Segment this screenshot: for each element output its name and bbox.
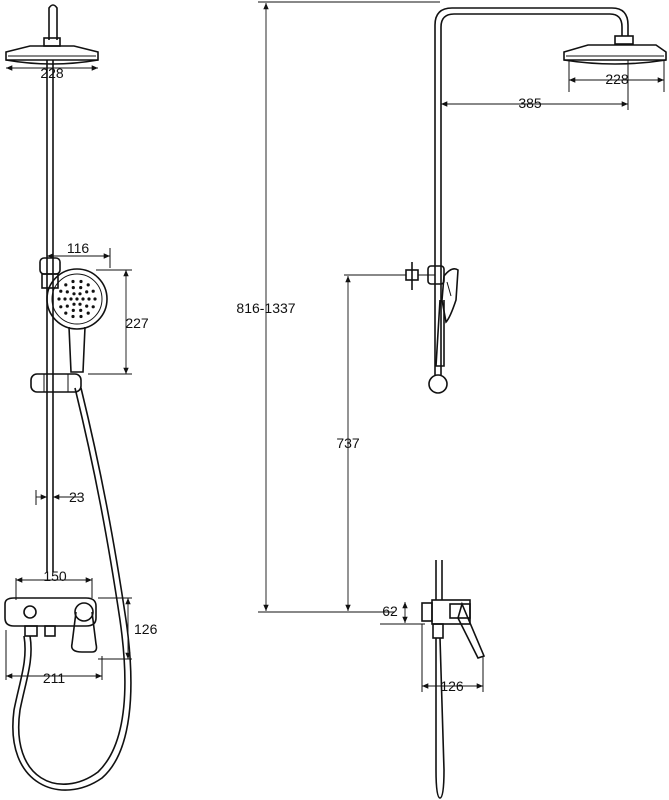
nozzle-dot [65, 304, 69, 308]
dim-mixer-overall: 211 [5, 630, 103, 686]
nozzle-dot [72, 292, 76, 296]
dim-riser-offset-label: 23 [69, 489, 85, 505]
front-rain-shower-head [5, 4, 99, 65]
side-view: 816-1337 228 385 [236, 1, 667, 799]
nozzle-dot [75, 297, 79, 301]
side-shower-hose [435, 637, 445, 799]
dim-overall-height-label: 816-1337 [236, 300, 295, 316]
dim-mixer-height: 126 [98, 597, 158, 660]
dim-mixer-overall-label: 211 [43, 670, 66, 686]
side-riser-and-arm [434, 7, 634, 375]
dim-side-head-width-label: 228 [605, 71, 629, 87]
nozzle-dot [79, 279, 83, 284]
nozzle-dot [85, 290, 89, 294]
nozzle-dot [86, 283, 90, 287]
nozzle-dot [79, 308, 83, 312]
side-mixer-valve [421, 560, 486, 659]
nozzle-dot [79, 314, 83, 319]
side-slide-knob [428, 374, 448, 394]
nozzle-dot [57, 297, 61, 301]
dim-mixer-height-label: 126 [134, 621, 158, 637]
dim-riser-offset: 23 [35, 489, 85, 505]
dim-arm-reach: 385 [441, 60, 629, 111]
nozzle-dot [91, 289, 95, 293]
nozzle-dot [59, 289, 63, 293]
dim-mixer-depth: 126 [421, 624, 484, 694]
nozzle-dot [93, 297, 97, 301]
nozzle-dot [63, 297, 67, 301]
dim-front-head-width-label: 228 [40, 65, 64, 81]
nozzle-dot [86, 311, 90, 315]
dim-slide-height-label: 737 [336, 435, 360, 451]
dim-spout-height: 62 [380, 602, 425, 625]
nozzle-dot [71, 314, 75, 319]
side-handshower-holder [405, 262, 459, 367]
front-shower-hose [12, 387, 132, 791]
nozzle-dot [72, 302, 76, 306]
dim-slide-height: 737 [336, 274, 406, 611]
front-view: 228 116 227 [4, 4, 158, 791]
side-rain-shower-head [563, 44, 667, 65]
nozzle-dot [85, 304, 89, 308]
front-hand-shower [46, 268, 108, 373]
front-hand-shower-nozzles [57, 279, 97, 319]
nozzle-dot [69, 297, 73, 301]
dim-handshower-width: 116 [46, 240, 111, 268]
dim-mixer-center-label: 150 [43, 568, 67, 584]
nozzle-dot [64, 283, 68, 287]
nozzle-dot [59, 305, 63, 309]
nozzle-dot [91, 305, 95, 309]
front-slide-bracket [30, 373, 82, 393]
nozzle-dot [65, 290, 69, 294]
nozzle-dot [78, 292, 82, 296]
dim-arm-reach-label: 385 [518, 95, 542, 111]
front-mixer-valve: 150 [4, 568, 98, 653]
dim-spout-height-label: 62 [382, 603, 398, 619]
nozzle-dot [64, 311, 68, 315]
nozzle-dot [79, 286, 83, 290]
nozzle-dot [71, 308, 75, 312]
dim-mixer-depth-label: 126 [440, 678, 464, 694]
dim-front-head-width: 228 [6, 65, 98, 81]
dim-side-head-width: 228 [568, 60, 665, 92]
dim-overall-height: 816-1337 [236, 1, 440, 613]
nozzle-dot [78, 302, 82, 306]
nozzle-dot [81, 297, 85, 301]
dim-handshower-height-label: 227 [125, 315, 149, 331]
nozzle-dot [71, 286, 75, 290]
dim-handshower-width-label: 116 [67, 240, 90, 256]
nozzle-dot [71, 279, 75, 284]
nozzle-dot [87, 297, 91, 301]
dim-handshower-height: 227 [88, 269, 149, 375]
